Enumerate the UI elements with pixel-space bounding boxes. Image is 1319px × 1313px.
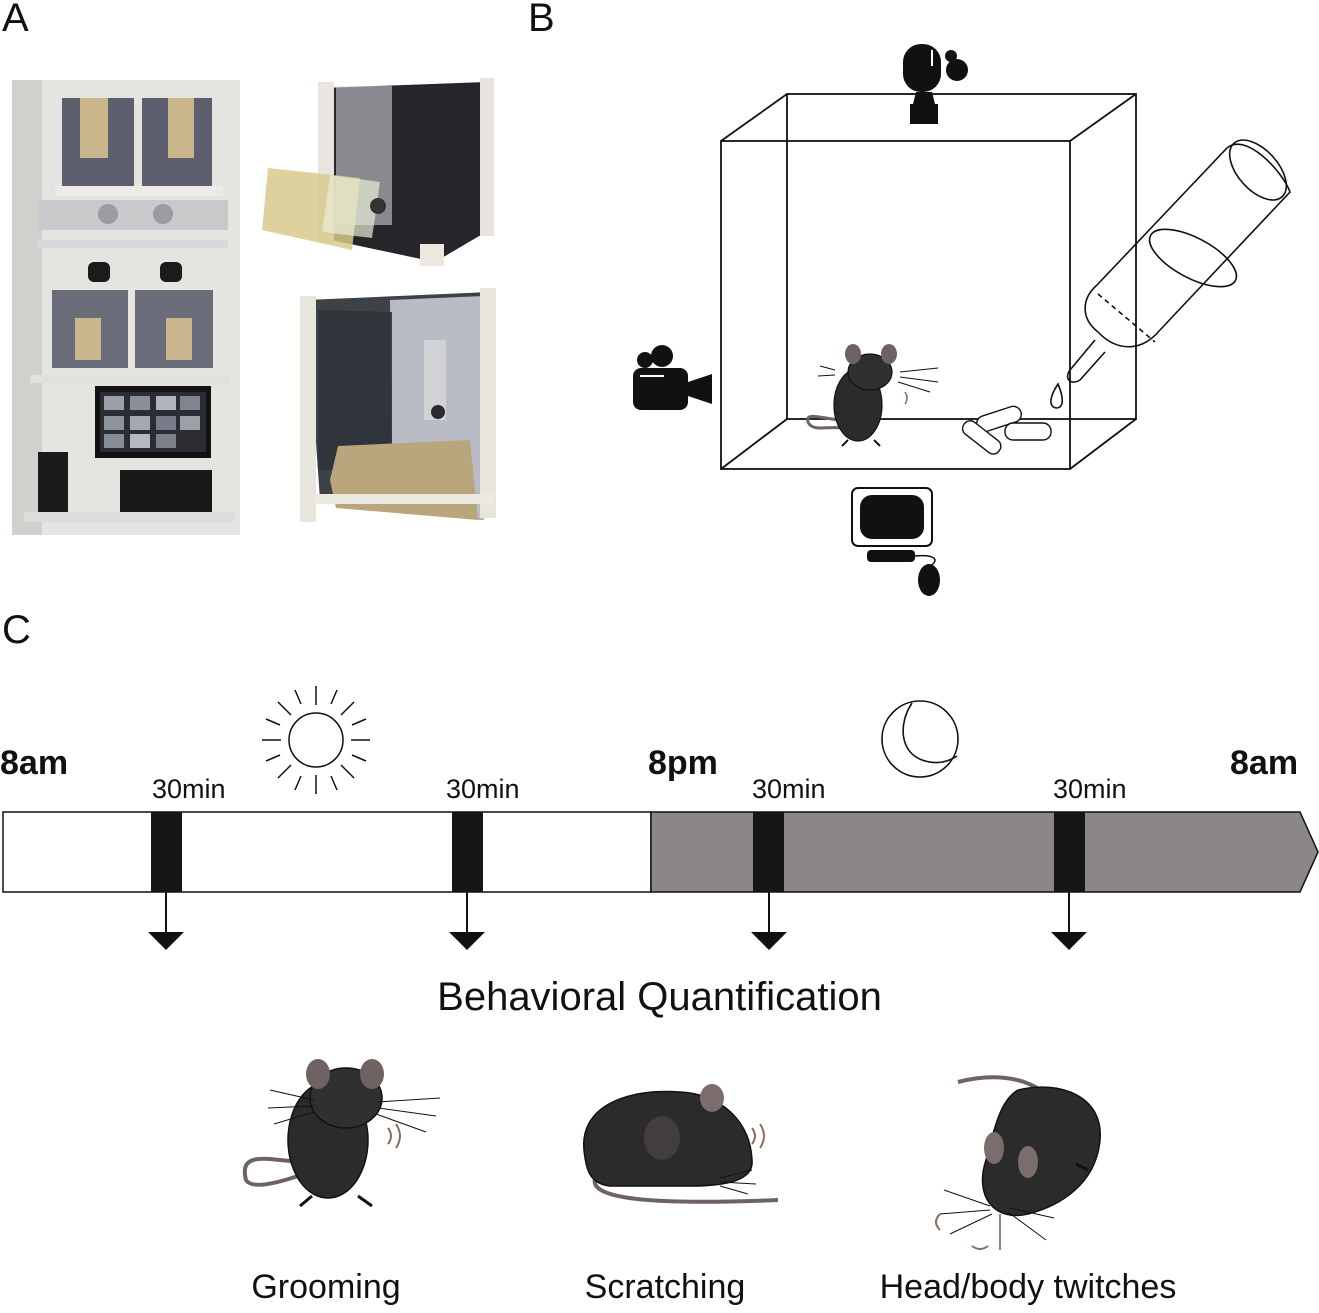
window-duration-label: 30min: [152, 774, 226, 804]
panel-label-b: B: [528, 0, 555, 40]
timeline-middle-label: 8pm: [648, 744, 718, 782]
grooming-mouse-icon: [242, 1059, 441, 1208]
sun-icon: [262, 686, 370, 794]
computer-icon: [851, 487, 940, 596]
moon-icon: [881, 700, 959, 778]
arena-box: [720, 93, 1137, 470]
cage-photo-bedding: [300, 288, 496, 522]
window-duration-label: 30min: [446, 774, 520, 804]
behavior-label-twitches: Head/body twitches: [879, 1268, 1177, 1306]
recording-window: [1054, 812, 1085, 892]
panel-a-photos: [12, 78, 496, 535]
cage-photo-bottle: [262, 78, 494, 266]
rack-photo: [12, 80, 240, 535]
timeline-start-label: 8am: [0, 744, 69, 782]
day-segment: [2, 811, 652, 893]
scratching-mouse-icon: [583, 1084, 779, 1204]
timeline-end-label: 8am: [1230, 744, 1299, 782]
panel-label-c: C: [2, 608, 31, 652]
window-duration-label: 30min: [752, 774, 826, 804]
food-pellets-icon: [961, 405, 1052, 455]
behavior-label-scratching: Scratching: [584, 1268, 746, 1306]
mouse-in-box-icon: [806, 344, 939, 447]
twitching-mouse-icon: [935, 1075, 1101, 1250]
window-duration-label: 30min: [1053, 774, 1127, 804]
quantification-title: Behavioral Quantification: [437, 975, 882, 1019]
water-bottle-icon: [1050, 139, 1291, 409]
recording-window: [452, 812, 483, 892]
behavior-label-grooming: Grooming: [251, 1268, 401, 1306]
arrows: [148, 892, 1087, 950]
panel-label-a: A: [2, 0, 29, 40]
camera-icon: [903, 44, 968, 124]
recording-window: [151, 812, 182, 892]
panel-b-schematic: [633, 44, 1291, 596]
recording-window: [753, 812, 784, 892]
video-camera-icon: [633, 345, 712, 410]
night-segment: [650, 811, 1319, 893]
